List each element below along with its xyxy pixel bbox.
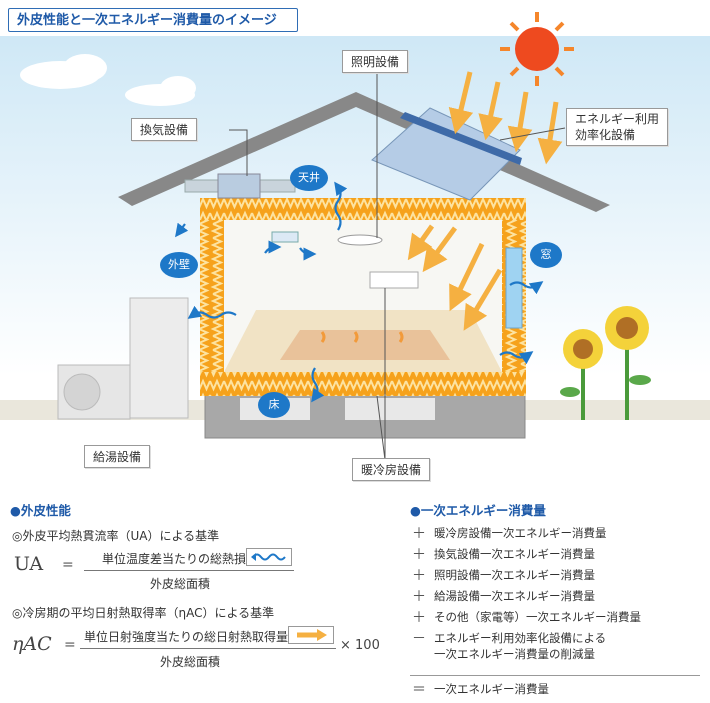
- energy-item-sign: ＋: [412, 526, 426, 542]
- ua-fraction-bar: [84, 570, 294, 571]
- eta-symbol: ηAC: [12, 633, 52, 655]
- energy-item-sign: ＋: [412, 589, 426, 605]
- envelope-heading-text: 外皮性能: [20, 503, 71, 518]
- heat-loss-arrows: [175, 181, 544, 403]
- label-efficiency-line1: エネルギー利用: [575, 112, 660, 126]
- label-heating-cooling: 暖冷房設備: [352, 458, 431, 481]
- house-illustration: [0, 12, 710, 461]
- energy-bullet-icon: ●: [410, 503, 421, 518]
- energy-item-text: エネルギー利用効率化設備による: [434, 631, 607, 645]
- ua-symbol: UA: [14, 553, 44, 575]
- bubble-floor: 床: [258, 392, 290, 418]
- energy-item-text: 照明設備一次エネルギー消費量: [434, 568, 595, 582]
- energy-item-text: 換気設備一次エネルギー消費量: [434, 547, 595, 561]
- eta-fraction-bar: [80, 648, 336, 649]
- ceiling-light: [337, 234, 383, 246]
- energy-total-text: 一次エネルギー消費量: [434, 682, 549, 696]
- energy-items-list: ＋ 暖冷房設備一次エネルギー消費量 ＋ 換気設備一次エネルギー消費量 ＋ 照明設備一次…: [412, 526, 702, 667]
- solar-gain-icon: [288, 626, 334, 644]
- floor-heat-marks: [320, 331, 404, 343]
- energy-item: － エネルギー利用効率化設備による一次エネルギー消費量の削減量: [412, 631, 702, 667]
- leader-lines: [229, 70, 566, 461]
- label-efficiency-equipment: エネルギー利用 効率化設備: [566, 108, 669, 147]
- energy-item: ＋ 給湯設備一次エネルギー消費量: [412, 589, 702, 610]
- eta-caption: ◎冷房期の平均日射熱取得率（ηAC）による基準: [12, 606, 275, 620]
- label-ventilation: 換気設備: [131, 118, 198, 141]
- energy-item-text: 暖冷房設備一次エネルギー消費量: [434, 526, 607, 540]
- energy-item-sign: －: [412, 631, 426, 647]
- energy-item: ＋ 換気設備一次エネルギー消費量: [412, 547, 702, 568]
- energy-item-text: 給湯設備一次エネルギー消費量: [434, 589, 595, 603]
- energy-heading-text: 一次エネルギー消費量: [420, 503, 546, 518]
- ua-equals: =: [62, 557, 74, 573]
- window: [505, 247, 523, 329]
- energy-total: ＝ 一次エネルギー消費量: [412, 682, 549, 698]
- cloud: [20, 54, 196, 106]
- label-water-heating: 給湯設備: [84, 445, 151, 468]
- energy-heading: ●一次エネルギー消費量: [410, 500, 546, 519]
- label-lighting: 照明設備: [342, 50, 409, 73]
- energy-item: ＋ 暖冷房設備一次エネルギー消費量: [412, 526, 702, 547]
- energy-item-sign: ＋: [412, 610, 426, 626]
- energy-item-sign: ＋: [412, 547, 426, 563]
- energy-item: ＋ その他（家電等）一次エネルギー消費量: [412, 610, 702, 631]
- sunflower: [560, 306, 651, 420]
- floor-insulation: [200, 372, 526, 396]
- label-efficiency-line2: 効率化設備: [575, 128, 636, 143]
- eta-denominator: 外皮総面積: [160, 655, 221, 669]
- ua-numerator: 単位温度差当たりの総熱損失量: [102, 552, 271, 566]
- solar-radiation-arrows: [407, 71, 563, 331]
- energy-item-text: その他（家電等）一次エネルギー消費量: [434, 610, 641, 624]
- energy-sum-line: [410, 675, 700, 676]
- ventilation-unit: [217, 173, 261, 199]
- air-conditioner: [369, 271, 419, 289]
- ceiling-vent: [271, 231, 299, 243]
- sun: [500, 12, 574, 86]
- eta-equals: =: [64, 637, 76, 653]
- diagram-title: 外皮性能と一次エネルギー消費量のイメージ: [8, 8, 298, 32]
- ua-caption: ◎外皮平均熱貫流率（UA）による基準: [12, 529, 220, 543]
- energy-total-sign: ＝: [412, 682, 426, 698]
- bubble-window: 窓: [530, 242, 562, 268]
- floor-heating: [280, 330, 450, 360]
- envelope-heading: ●外皮性能: [10, 500, 71, 519]
- bubble-wall: 外壁: [160, 252, 198, 278]
- energy-item-text-line2: 一次エネルギー消費量の削減量: [434, 646, 595, 661]
- eta-numerator: 単位日射強度当たりの総日射熱取得量: [84, 630, 289, 644]
- energy-item-sign: ＋: [412, 568, 426, 584]
- ua-denominator: 外皮総面積: [150, 577, 211, 591]
- energy-item: ＋ 照明設備一次エネルギー消費量: [412, 568, 702, 589]
- ceiling-insulation: [200, 198, 526, 220]
- heat-loss-icon: [246, 548, 292, 566]
- bubble-ceiling: 天井: [290, 165, 328, 191]
- heading-bullet-icon: ●: [10, 503, 21, 518]
- water-heater-tank: [129, 297, 189, 419]
- eta-multiplier: × 100: [340, 638, 380, 653]
